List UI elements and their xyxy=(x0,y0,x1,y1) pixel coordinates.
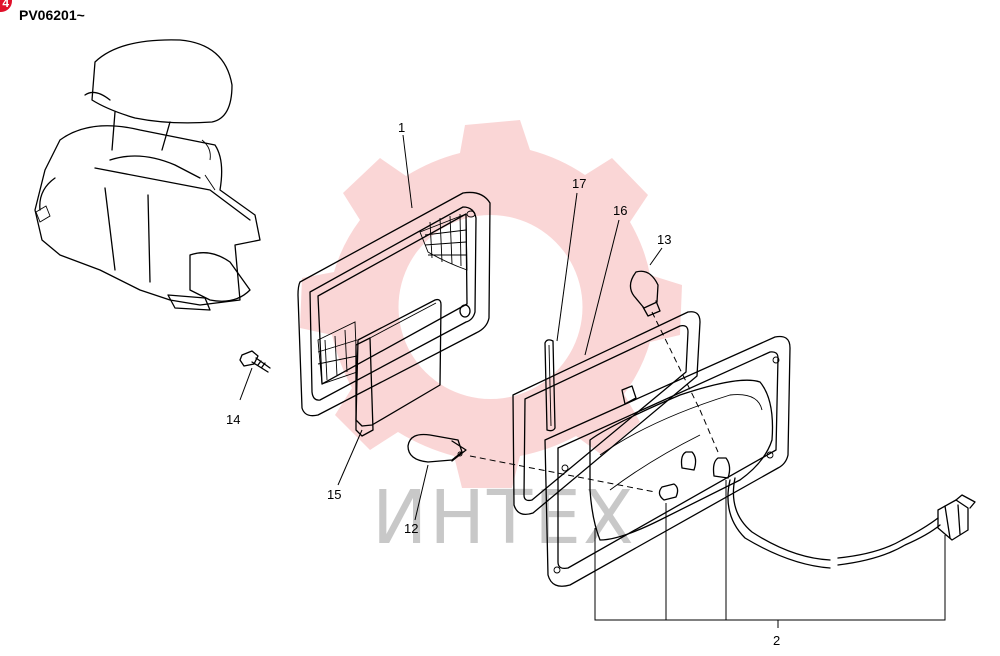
part-17-rubber-strip xyxy=(544,339,556,432)
serial-range-label: PV06201~ xyxy=(19,7,85,23)
part-1-lens-housing xyxy=(297,191,491,417)
part-15-reflector-plate xyxy=(355,298,442,437)
leader-lines xyxy=(239,134,946,628)
callout-2: 2 xyxy=(773,633,780,648)
callout-13: 13 xyxy=(657,232,671,247)
callout-17: 17 xyxy=(572,176,586,191)
part-13-bulb xyxy=(629,270,661,317)
part-12-bulb xyxy=(407,433,467,463)
callout-15: 15 xyxy=(327,487,341,502)
watermark-gear xyxy=(300,120,682,488)
watermark-text: ИНТЕХ xyxy=(372,475,636,561)
callout-12: 12 xyxy=(404,521,418,536)
callout-1: 1 xyxy=(398,120,405,135)
callout-14: 14 xyxy=(226,412,240,427)
machine-overview xyxy=(34,39,261,311)
callout-16: 16 xyxy=(613,203,627,218)
part-16-gasket xyxy=(512,311,701,516)
part-2-lamp-body xyxy=(544,335,976,587)
assembly-dashed-lines xyxy=(469,311,719,493)
part-14-screw xyxy=(239,350,271,373)
